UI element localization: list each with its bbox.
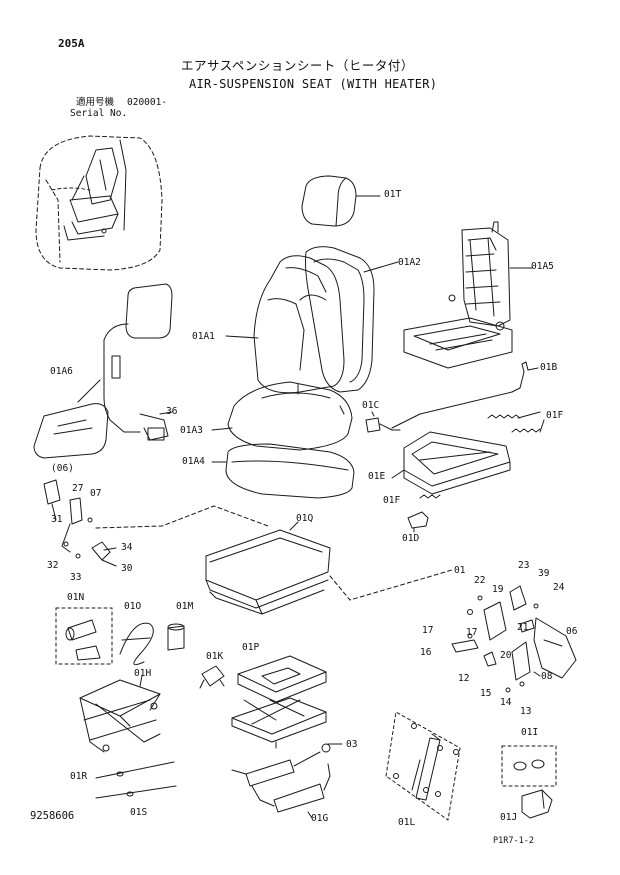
label-19: 19 — [492, 584, 504, 595]
label-16: 16 — [420, 647, 432, 658]
springs-01F — [420, 412, 544, 498]
label-01O: 01O — [124, 601, 142, 612]
label-01A3: 01A3 — [180, 425, 203, 436]
label-17-right: 17 — [466, 627, 478, 638]
label-39: 39 — [538, 568, 550, 579]
label-01L: 01L — [398, 817, 416, 828]
parts-box-01N — [56, 608, 112, 664]
label-24: 24 — [553, 582, 565, 593]
title-english: AIR-SUSPENSION SEAT (WITH HEATER) — [189, 77, 438, 91]
seat-frame-01A5 — [404, 222, 532, 368]
harness-01G — [232, 744, 342, 818]
scissor-mechanism-01P — [232, 656, 326, 748]
label-32: 32 — [47, 560, 59, 571]
wire-01O — [120, 623, 153, 665]
label-01E: 01E — [368, 471, 386, 482]
label-03: 03 — [346, 739, 358, 750]
page-code: 205A — [58, 37, 85, 50]
label-01M: 01M — [176, 601, 194, 612]
label-30: 30 — [121, 563, 133, 574]
label-01F-upper: 01F — [546, 410, 564, 421]
label-01A4: 01A4 — [182, 456, 205, 467]
cab-illustration — [36, 136, 162, 270]
label-01A5: 01A5 — [531, 261, 554, 272]
label-01J: 01J — [500, 812, 518, 823]
label-01S: 01S — [130, 807, 148, 818]
scissor-frame-01H — [80, 676, 160, 752]
serial-label-japanese: 適用号機 — [76, 97, 115, 108]
rod-01B — [392, 362, 538, 428]
label-06-parenthesized: (06) — [51, 463, 74, 474]
label-22: 22 — [474, 575, 486, 586]
damper-01L — [386, 712, 460, 820]
armrest-lever-assembly — [452, 586, 576, 692]
label-14: 14 — [500, 697, 512, 708]
label-01D: 01D — [402, 533, 420, 544]
label-01B: 01B — [540, 362, 558, 373]
label-36: 36 — [166, 406, 178, 417]
label-01A2: 01A2 — [398, 257, 421, 268]
lever-01C — [366, 412, 400, 432]
suspension-cover-01Q — [206, 522, 330, 614]
headrest-01T — [302, 176, 380, 226]
label-01T: 01T — [384, 189, 402, 200]
heater-pad-01A6 — [34, 284, 172, 458]
label-01F-lower: 01F — [383, 495, 401, 506]
label-01I: 01I — [521, 727, 539, 738]
part-01J — [522, 790, 552, 818]
serial-label-english: Serial No. — [70, 108, 128, 119]
label-15: 15 — [480, 688, 492, 699]
label-01-right: 01 — [454, 565, 466, 576]
label-31: 31 — [51, 514, 63, 525]
label-07-left: 07 — [90, 488, 102, 499]
serial-value: 020001- — [127, 97, 168, 108]
label-34: 34 — [121, 542, 133, 553]
label-01A1: 01A1 — [192, 331, 215, 342]
page-reference: P1R7-1-2 — [493, 836, 534, 846]
label-21: 21 — [517, 622, 529, 633]
label-01K: 01K — [206, 651, 224, 662]
label-01R: 01R — [70, 771, 88, 782]
knob-01D — [408, 512, 428, 532]
label-01N: 01N — [67, 592, 85, 603]
label-27: 27 — [72, 483, 84, 494]
cap-01M — [168, 624, 184, 650]
backrest-01A1 — [226, 256, 344, 393]
switch-01K — [200, 666, 224, 688]
seat-cushion-01A3 — [212, 382, 352, 450]
label-33: 33 — [70, 572, 82, 583]
slide-rail-01E — [392, 432, 510, 494]
backrest-cover-01A2 — [306, 247, 399, 392]
parts-box-01I — [502, 746, 556, 786]
dashed-leaders — [96, 506, 452, 600]
seat-base-01A4 — [212, 444, 354, 498]
cables-01R-01S — [96, 762, 176, 798]
label-13: 13 — [520, 706, 532, 717]
title-japanese: エアサスペンションシート（ヒータ付） — [181, 58, 414, 73]
label-17-left: 17 — [422, 625, 434, 636]
label-08: 08 — [541, 671, 553, 682]
label-01P: 01P — [242, 642, 260, 653]
label-12: 12 — [458, 673, 470, 684]
label-01H: 01H — [134, 668, 152, 679]
label-01Q: 01Q — [296, 513, 314, 524]
label-01C: 01C — [362, 400, 380, 411]
seatbelt-buckle-parts — [44, 480, 116, 566]
label-20: 20 — [500, 650, 512, 661]
label-01G: 01G — [311, 813, 329, 824]
label-23: 23 — [518, 560, 530, 571]
label-06-right: 06 — [566, 626, 578, 637]
label-01A6: 01A6 — [50, 366, 73, 377]
drawing-number: 9258606 — [30, 810, 75, 822]
